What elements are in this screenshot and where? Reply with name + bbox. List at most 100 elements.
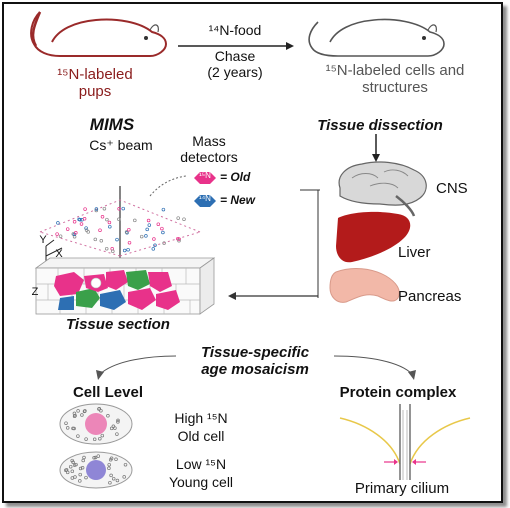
dot (64, 421, 68, 425)
dot (122, 248, 127, 253)
detector-path (149, 175, 187, 197)
dot (99, 239, 104, 243)
tissue-dissection-title: Tissue dissection (317, 117, 443, 134)
dot (116, 418, 120, 423)
dot (156, 222, 161, 226)
dot (121, 206, 125, 211)
pancreas-icon (329, 268, 400, 303)
dot (55, 232, 59, 236)
dot (100, 215, 105, 219)
dot (102, 206, 107, 211)
dot (122, 475, 126, 479)
dot (68, 464, 73, 469)
dot (106, 414, 110, 418)
secondary-ions (55, 206, 186, 254)
dot (109, 473, 113, 478)
mosaicism-title-line1: Tissue-specific (200, 344, 310, 361)
dot (78, 472, 82, 477)
new-legend-label: = New (220, 193, 256, 207)
dot (151, 247, 156, 251)
dot (162, 241, 166, 245)
mass-detectors-label: Mass detectors (180, 133, 238, 166)
dot (56, 221, 60, 225)
dot (92, 455, 96, 460)
dot (100, 433, 105, 438)
dot (77, 217, 81, 222)
dot (109, 456, 114, 461)
dot (94, 207, 99, 211)
dot (81, 458, 85, 463)
dot (84, 437, 88, 441)
old-legend-label: = Old (220, 170, 251, 184)
dot (126, 247, 130, 252)
tissue-block (34, 257, 216, 315)
dot (78, 479, 82, 483)
young-cell-icon (59, 451, 133, 489)
dot (115, 237, 119, 242)
primary-cilium-caption: Primary cilium (354, 480, 450, 497)
mosaicism-title-line2: age mosaicism (201, 361, 309, 378)
dot (76, 434, 80, 438)
dot (123, 462, 128, 467)
brain-icon (338, 161, 427, 217)
dot (93, 455, 98, 460)
dot (111, 249, 115, 254)
dot (176, 216, 180, 220)
new-isotope-symbol: ¹⁴N (199, 194, 211, 203)
mims-title: MIMS (89, 115, 135, 134)
dot (84, 475, 88, 480)
dot (115, 478, 120, 483)
young-cell-line2: Young cell (168, 474, 234, 490)
tissue-section-label: Tissue section (66, 316, 170, 333)
dot (117, 217, 121, 222)
dot (113, 426, 117, 430)
dot (182, 217, 186, 221)
organ-label-cns: CNS (436, 180, 468, 197)
chase-food-label: ¹⁴N-food (208, 22, 262, 38)
axis-y-label: Y (39, 234, 47, 246)
dot (133, 218, 137, 223)
dot (72, 234, 77, 239)
dot (83, 207, 87, 211)
dot (117, 207, 121, 211)
dot (80, 466, 85, 470)
dot (86, 230, 90, 234)
new-isotope-hexagon (194, 195, 216, 207)
dot (72, 220, 77, 224)
chased-mouse-icon (308, 18, 445, 57)
dot (72, 426, 76, 431)
old-cell-line2: Old cell (177, 428, 225, 444)
primary-cilium-icon (339, 404, 471, 480)
dot (105, 217, 109, 222)
dot (73, 475, 77, 479)
organ-label-pancreas: Pancreas (398, 288, 462, 305)
dot (116, 420, 120, 424)
dot (145, 227, 149, 232)
dot (84, 228, 89, 232)
mosaicism-branches (96, 355, 416, 380)
dot (161, 207, 166, 212)
dot (147, 223, 152, 227)
old-isotope-hexagon (194, 172, 216, 184)
dot (92, 437, 97, 442)
dot (127, 227, 131, 232)
dot (98, 228, 102, 232)
chase-duration-label: (2 years) (207, 64, 263, 80)
dot (70, 458, 74, 463)
dot (114, 457, 118, 462)
detector-cone (39, 199, 201, 257)
dot (177, 237, 181, 241)
dot (65, 470, 70, 475)
dot (82, 409, 87, 414)
result-label: ¹⁵N-labeled cells and structures (325, 62, 465, 97)
dot (111, 476, 116, 481)
young-cell-line1: Low ¹⁵N (175, 456, 227, 472)
dot (109, 426, 114, 431)
dot (108, 480, 112, 485)
dot (74, 231, 78, 235)
cs-beam-label: Cs⁺ beam (89, 137, 153, 153)
dot (115, 432, 119, 436)
dot (70, 469, 75, 474)
